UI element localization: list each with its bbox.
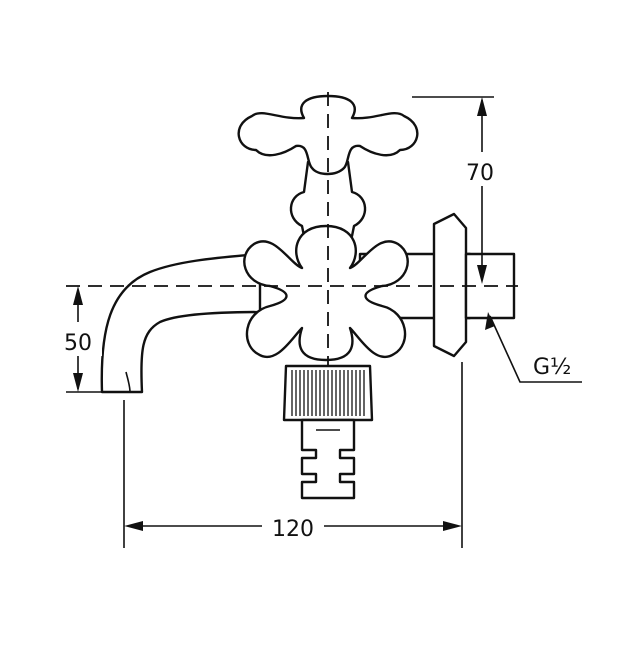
dim70-arrow-top (477, 97, 487, 116)
dim-120-label: 120 (272, 517, 314, 542)
dim-70-label: 70 (466, 161, 494, 186)
dim50-arrow-bottom (73, 373, 83, 392)
spout (100, 252, 262, 394)
thread-label: G½ (533, 355, 571, 380)
knurling (291, 370, 365, 416)
dim120-arrow-left (124, 521, 143, 531)
dim120-arrow-right (443, 521, 462, 531)
top-cross-handle (237, 94, 419, 176)
wall-flange (432, 212, 468, 358)
thread-leader-arrow (485, 312, 495, 330)
dim50-arrow-top (73, 286, 83, 305)
hose-nipple-body (300, 418, 356, 500)
thread-leader-line (489, 315, 582, 383)
valve-cross (243, 224, 409, 362)
dim70-arrow-bottom (477, 265, 487, 284)
spout-tip-detail (125, 371, 131, 393)
dim-50-label: 50 (64, 331, 92, 356)
